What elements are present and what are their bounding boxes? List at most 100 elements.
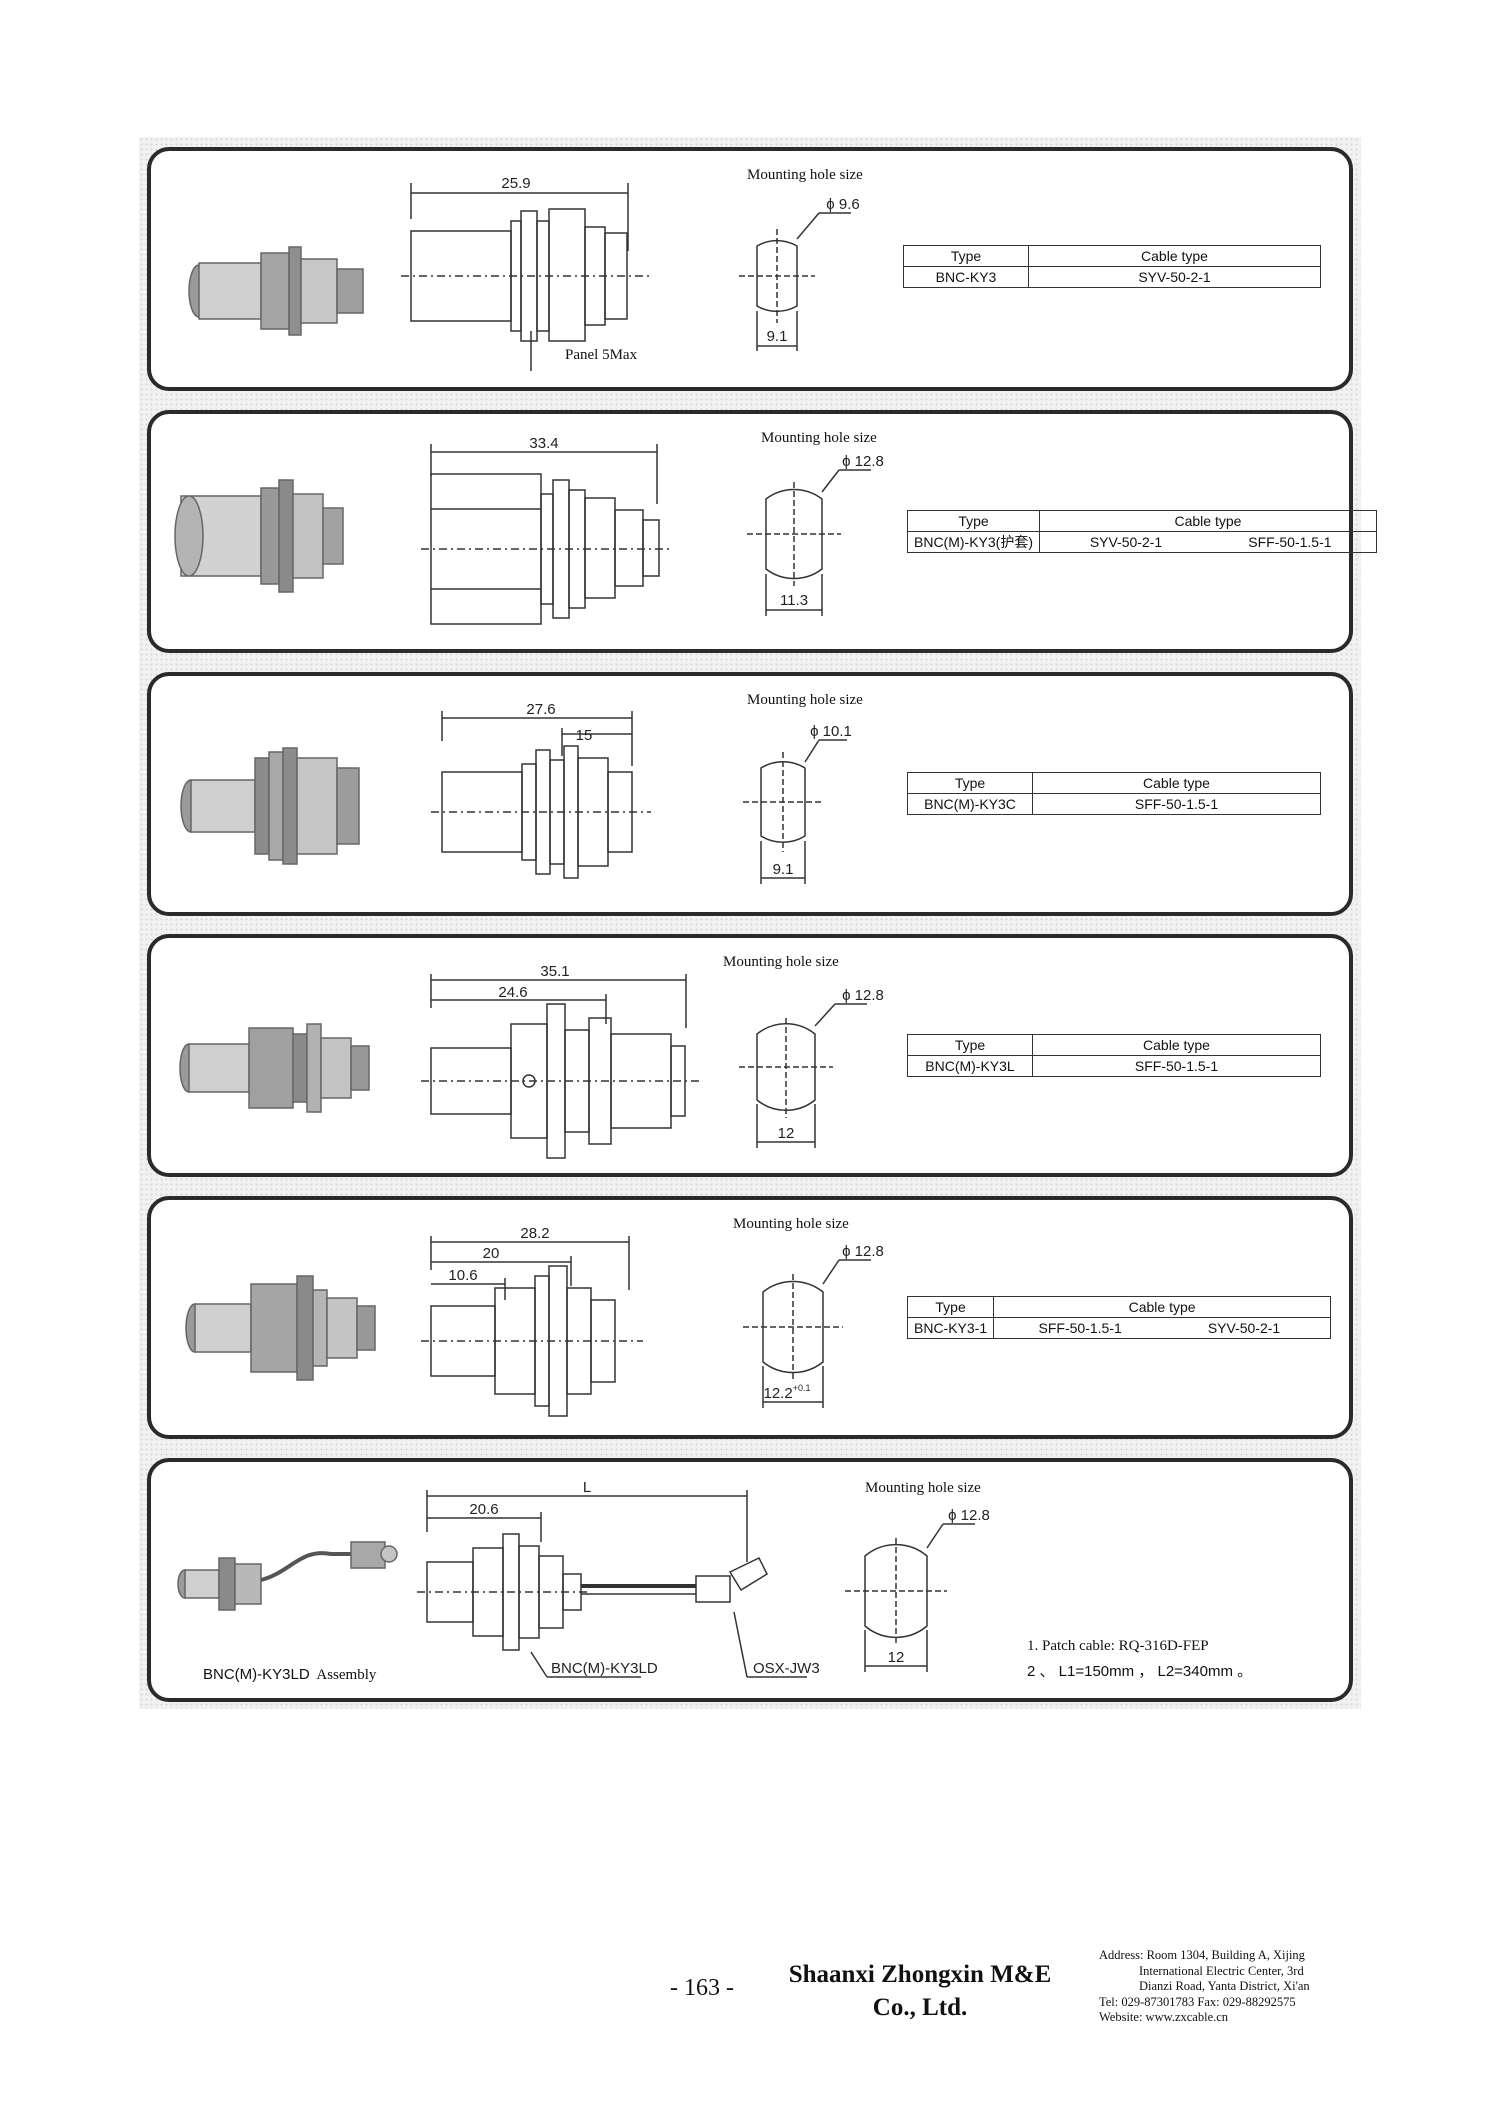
spec-table: Type Cable type BNC(M)-KY3C SFF-50-1.5-1 xyxy=(907,772,1321,815)
hole-flat-value: 12.2 xyxy=(764,1385,793,1402)
connector-drawing: 28.2 20 10.6 ϕ 12.8 12.2+0.1 xyxy=(185,1225,884,1417)
product-panel-3: 27.6 15 ϕ 10.1 9.1 Mounting hole size Ty… xyxy=(147,672,1353,916)
mounting-hole-drawing xyxy=(845,1523,975,1672)
mounting-hole-title: Mounting hole size xyxy=(747,167,863,183)
length-dim: 35.1 xyxy=(540,963,569,980)
company-name: Shaanxi Zhongxin M&E Co., Ltd. xyxy=(775,1958,1065,2024)
cable-type-value: SFF-50-1.5-1 xyxy=(1032,1055,1321,1077)
cable-type-value: SYV-50-2-1 SFF-50-1.5-1 xyxy=(1039,531,1377,553)
hole-diameter: ϕ 12.8 xyxy=(948,1507,990,1524)
assembly-photo xyxy=(177,1541,398,1611)
spec-table: Type Cable type BNC(M)-KY3(护套) SYV-50-2-… xyxy=(907,510,1377,553)
type-header: Type xyxy=(907,1034,1033,1056)
mounting-hole-title: Mounting hole size xyxy=(723,954,839,970)
address-line-1: Address: Room 1304, Building A, Xijing xyxy=(1099,1948,1305,1962)
mounting-hole-drawing xyxy=(743,1259,871,1408)
company-contact: Address: Room 1304, Building A, Xijing I… xyxy=(1099,1948,1310,2026)
company-name-line2: Co., Ltd. xyxy=(872,1994,968,2021)
length-dim-2: 20 xyxy=(483,1245,500,1262)
type-value: BNC-KY3 xyxy=(903,266,1029,288)
mounting-hole-title: Mounting hole size xyxy=(761,430,877,446)
connector-drawing: 27.6 15 ϕ 10.1 9.1 xyxy=(180,701,852,884)
type-value: BNC(M)-KY3(护套) xyxy=(907,531,1040,553)
hole-flat: 11.3 xyxy=(780,592,808,609)
hole-diameter: ϕ 12.8 xyxy=(842,453,884,470)
mounting-hole-title: Mounting hole size xyxy=(865,1480,981,1496)
address-line-2: International Electric Center, 3rd xyxy=(1139,1963,1304,1978)
connector-photo xyxy=(179,1023,370,1113)
cable-type-value: SFF-50-1.5-1 SYV-50-2-1 xyxy=(993,1317,1332,1339)
connector-photo xyxy=(180,747,360,865)
connector-photo xyxy=(185,1275,376,1381)
product-panel-2: 33.4 ϕ 12.8 11.3 Mounting hole size Type… xyxy=(147,410,1377,653)
cable-type-value: SFF-50-1.5-1 xyxy=(1032,793,1321,815)
connector-photo xyxy=(188,246,364,336)
page-number: - 163 - xyxy=(670,1975,734,2001)
connector-drawing: 35.1 24.6 ϕ 12.8 12 xyxy=(179,963,884,1159)
hole-diameter: ϕ 9.6 xyxy=(826,196,859,213)
length-note: 2 、 L1=150mm ， L2=340mm 。 xyxy=(1027,1663,1253,1680)
cable-type-header: Cable type xyxy=(993,1296,1332,1318)
hole-flat: 12 xyxy=(888,1649,905,1666)
spec-table: Type Cable type BNC-KY3-1 SFF-50-1.5-1 S… xyxy=(906,1296,1332,1339)
side-view-drawing xyxy=(421,444,671,625)
connector-drawing: L 20.6 BNC(M)-KY3LD OSX-JW3 ϕ 12.8 12 xyxy=(177,1479,990,1678)
type-header: Type xyxy=(906,1296,995,1318)
length-dim-2: 24.6 xyxy=(498,984,527,1001)
cable-type-header: Cable type xyxy=(1032,772,1321,794)
cable-type-2: SYV-50-2-1 xyxy=(1207,1320,1281,1336)
cable-type-header: Cable type xyxy=(1028,245,1321,267)
length-dim: 33.4 xyxy=(529,435,558,452)
spec-table: Type Cable type BNC-KY3 SYV-50-2-1 xyxy=(903,245,1321,288)
side-view-drawing xyxy=(417,1490,807,1678)
hole-flat: 9.1 xyxy=(773,861,794,878)
cable-type-2: SFF-50-1.5-1 xyxy=(1248,534,1332,550)
company-name-line1: Shaanxi Zhongxin M&E xyxy=(788,1961,1052,1988)
assembly-word: Assembly xyxy=(316,1667,377,1683)
type-header: Type xyxy=(903,245,1029,267)
hole-diameter: ϕ 12.8 xyxy=(842,1243,884,1260)
type-value: BNC-KY3-1 xyxy=(906,1317,995,1339)
length-dim: 20.6 xyxy=(469,1501,498,1518)
product-panel-5: 28.2 20 10.6 ϕ 12.8 12.2+0.1 Mounting ho… xyxy=(147,1196,1353,1439)
spec-table: Type Cable type BNC(M)-KY3L SFF-50-1.5-1 xyxy=(907,1034,1321,1077)
assembly-model: BNC(M)-KY3LD xyxy=(203,1666,310,1683)
length-dim: 27.6 xyxy=(526,701,555,718)
product-panel-4: 35.1 24.6 ϕ 12.8 12 Mounting hole size T… xyxy=(147,934,1353,1177)
address-line-3: Dianzi Road, Yanta District, Xi'an xyxy=(1139,1979,1310,1993)
hole-flat: 12.2+0.1 xyxy=(764,1383,811,1402)
cable-type-header: Cable type xyxy=(1039,510,1377,532)
hole-diameter: ϕ 12.8 xyxy=(842,987,884,1004)
mounting-hole-title: Mounting hole size xyxy=(733,1216,849,1232)
type-header: Type xyxy=(907,510,1040,532)
type-value: BNC(M)-KY3L xyxy=(907,1055,1033,1077)
cable-type-header: Cable type xyxy=(1032,1034,1321,1056)
hole-flat: 12 xyxy=(778,1125,795,1142)
side-view-drawing xyxy=(431,711,651,879)
hole-flat-tolerance: +0.1 xyxy=(793,1383,811,1393)
cable-type-1: SFF-50-1.5-1 xyxy=(1038,1320,1122,1336)
side-view-drawing xyxy=(401,183,651,371)
mounting-hole-drawing xyxy=(739,212,851,351)
panel-thickness-label: Panel 5Max xyxy=(565,347,638,363)
website: Website: www.zxcable.cn xyxy=(1099,2010,1229,2024)
hole-diameter: ϕ 10.1 xyxy=(810,723,852,740)
connector-callout-2: OSX-JW3 xyxy=(753,1660,820,1677)
connector-photo xyxy=(174,479,344,593)
assembly-label: BNC(M)-KY3LD Assembly xyxy=(203,1666,376,1684)
patch-cable-note: 1. Patch cable: RQ-316D-FEP xyxy=(1027,1638,1209,1654)
length-dim: 28.2 xyxy=(520,1225,549,1242)
phone-fax: Tel: 029-87301783 Fax: 029-88292575 xyxy=(1099,1994,1296,2009)
mounting-hole-drawing xyxy=(747,469,871,616)
product-panel-1: 25.9 ϕ 9.6 9.1 Mounting hole size Panel … xyxy=(147,147,1353,391)
connector-drawing: 25.9 ϕ 9.6 9.1 xyxy=(188,175,860,371)
connector-callout: BNC(M)-KY3LD xyxy=(551,1660,658,1677)
overall-length-dim: L xyxy=(583,1479,591,1496)
mounting-hole-drawing xyxy=(743,739,847,884)
type-value: BNC(M)-KY3C xyxy=(907,793,1033,815)
catalog-sheet: 25.9 ϕ 9.6 9.1 Mounting hole size Panel … xyxy=(139,137,1377,1709)
length-dim-3: 10.6 xyxy=(448,1267,477,1284)
side-view-drawing xyxy=(421,974,699,1159)
hole-flat: 9.1 xyxy=(767,328,788,345)
product-panel-6: L 20.6 BNC(M)-KY3LD OSX-JW3 ϕ 12.8 12 Mo… xyxy=(147,1458,1353,1702)
